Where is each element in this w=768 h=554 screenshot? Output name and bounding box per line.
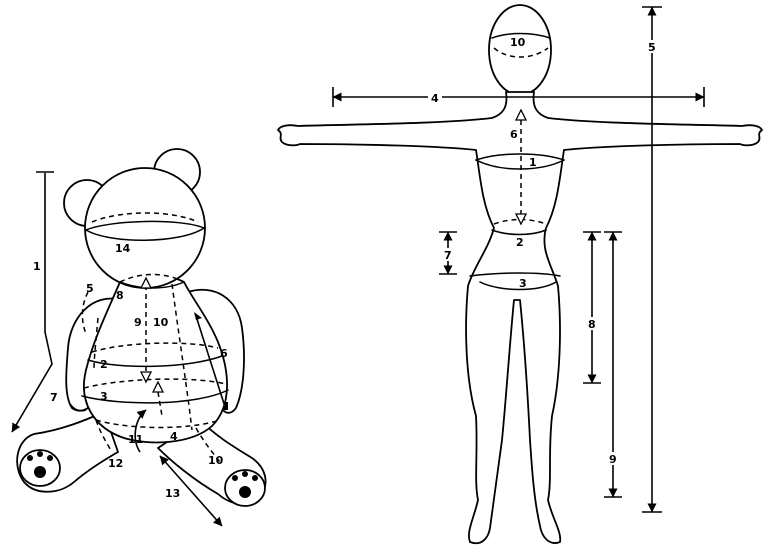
human-label-9: 9 (609, 453, 617, 466)
human-label-7: 7 (444, 249, 452, 262)
bear-head (85, 168, 205, 288)
human-label-4: 4 (431, 92, 439, 105)
human-body (278, 92, 762, 543)
bear-label-11: 11 (128, 433, 143, 446)
human-label-8: 8 (588, 318, 596, 331)
bear-label-14: 14 (115, 242, 131, 255)
bear-toe-pad (47, 455, 53, 461)
bear-label-9: 9 (134, 316, 142, 329)
human-label-6: 6 (510, 128, 518, 141)
human-label-10: 10 (510, 36, 526, 49)
human-head (489, 5, 551, 95)
bear-toe-pad (232, 475, 238, 481)
bear-label-3: 3 (100, 390, 108, 403)
human-label-1: 1 (529, 156, 537, 169)
bear-paw-pad (34, 466, 46, 478)
bear-paw-pad (239, 486, 251, 498)
bear-label-4: 4 (170, 430, 178, 443)
bear-toe-pad (252, 475, 258, 481)
bear-toe-pad (242, 471, 248, 477)
human-label-5: 5 (648, 41, 656, 54)
bear-toe-pad (27, 455, 33, 461)
bear-arrow-head (224, 402, 228, 410)
bear-label-8: 8 (116, 289, 124, 302)
bear-label-2: 2 (100, 358, 108, 371)
bear-label-5: 5 (86, 282, 94, 295)
bear-height-arrow (12, 173, 52, 432)
bear-label-1: 1 (33, 260, 41, 273)
bear-label-10: 10 (153, 316, 169, 329)
bear-label-6: 6 (220, 347, 228, 360)
bear-label-12: 12 (108, 457, 123, 470)
teddy-bear-figure: 1 2 3 4 5 6 7 8 9 10 10 11 12 13 14 (12, 149, 266, 526)
bear-label-13: 13 (165, 487, 180, 500)
human-label-2: 2 (516, 236, 524, 249)
human-figure: 1 2 3 4 5 6 7 8 9 10 (278, 5, 762, 543)
bear-label-10-leg: 10 (208, 454, 224, 467)
bear-toe-pad (37, 451, 43, 457)
bear-label-7: 7 (50, 391, 58, 404)
human-label-3: 3 (519, 277, 527, 290)
